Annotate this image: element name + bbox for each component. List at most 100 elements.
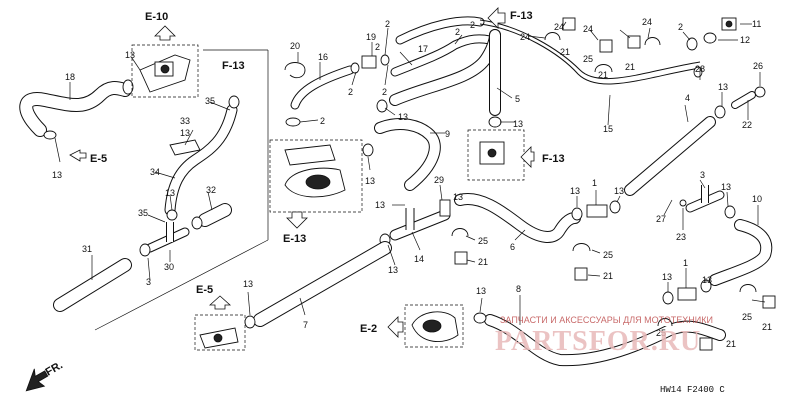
callout-24-d: 24: [642, 17, 652, 27]
callout-21-e: 21: [603, 271, 613, 281]
clamp-13-e: [362, 143, 374, 157]
clamp-13-c: [376, 99, 388, 113]
callout-7: 7: [303, 320, 308, 330]
fitting-12: [703, 32, 717, 44]
callout-13-n: 13: [388, 265, 398, 275]
ref-f13-left: F-13: [222, 60, 245, 72]
callout-20: 20: [290, 41, 300, 51]
callout-6: 6: [510, 242, 515, 252]
joint-19: [350, 54, 390, 74]
hose-6: [454, 193, 581, 243]
callout-13-r: 13: [702, 275, 712, 285]
direction-fr-label: FR.: [44, 359, 65, 378]
callout-3-a: 3: [146, 277, 151, 287]
clip-21-g: [699, 337, 713, 351]
arrow-e5-lower: [208, 295, 232, 310]
pipe-15: [479, 19, 701, 85]
clip-21-d: [454, 251, 468, 265]
callout-17: 17: [418, 44, 428, 54]
callout-2-e: 2: [320, 116, 325, 126]
hose-18: [19, 81, 132, 137]
callout-16: 16: [318, 52, 328, 62]
arrow-e5-left: [69, 149, 87, 162]
callout-1-a: 1: [592, 178, 597, 188]
component-f13-sensor: [479, 141, 505, 165]
callout-32: 32: [206, 185, 216, 195]
hose-10: [709, 219, 773, 286]
clip-24-a: [544, 32, 561, 41]
callout-24-b: 24: [554, 22, 564, 32]
hose-31: [53, 258, 132, 312]
ref-f13-mid: F-13: [542, 153, 565, 165]
frame-line-diagonal: [94, 239, 269, 331]
dashed-box-e5: [194, 314, 246, 351]
callout-9: 9: [445, 129, 450, 139]
oring-26: [754, 86, 766, 98]
hose-17: [390, 34, 495, 77]
callout-21-b: 21: [598, 70, 608, 80]
callout-5: 5: [515, 94, 520, 104]
callout-23: 23: [676, 232, 686, 242]
callout-13-f: 13: [365, 176, 375, 186]
ref-f13-top: F-13: [510, 10, 533, 22]
callout-19: 19: [366, 32, 376, 42]
callout-2-d: 2: [375, 42, 380, 52]
dashed-box-e10: [131, 44, 199, 98]
clamp-3-a: [139, 243, 151, 257]
clip-24-b: [644, 37, 661, 46]
callout-2-f: 2: [455, 27, 460, 37]
watermark-logo: PARTSFOR.RU: [495, 326, 701, 357]
callout-26: 26: [753, 61, 763, 71]
oring-23: [679, 199, 687, 207]
callout-2-g: 2: [470, 20, 475, 30]
callout-21-f: 21: [762, 322, 772, 332]
callout-21-g: 21: [726, 339, 736, 349]
callout-2-b: 2: [348, 87, 353, 97]
clamp-35-a: [228, 95, 240, 109]
fitting-22: [731, 91, 756, 109]
bracket-33: [169, 139, 201, 156]
arrow-fr: [25, 368, 49, 392]
ref-e13: E-13: [283, 233, 306, 245]
callout-4: 4: [685, 93, 690, 103]
clip-25-b: [451, 228, 469, 237]
clip-25-d: [739, 284, 757, 293]
callout-labels: 18 13 13 35 33 13 34 32 13 35 31 3 30 20…: [52, 17, 772, 349]
callout-13-e: 13: [398, 112, 408, 122]
ref-e2: E-2: [360, 323, 377, 335]
callout-13-a: 13: [125, 50, 135, 60]
callout-24-c: 24: [583, 24, 593, 34]
hose-8: [484, 314, 726, 367]
arrow-e13: [286, 211, 308, 229]
callout-35-a: 35: [205, 96, 215, 106]
clamp-13-i: [714, 105, 726, 119]
callout-33-a: 33: [180, 116, 190, 126]
callout-31: 31: [82, 244, 92, 254]
callout-25-c: 25: [603, 250, 613, 260]
callout-12: 12: [740, 35, 750, 45]
callout-13-m: 13: [375, 200, 385, 210]
fitting-11: [721, 17, 737, 31]
tjoint-30: [145, 222, 190, 253]
clamp-13-h: [473, 312, 487, 324]
component-e5-flange: [199, 327, 239, 349]
callout-24-a: 24: [520, 32, 530, 42]
watermark-text: ЗАПЧАСТИ И АКСЕССУАРЫ ДЛЯ МОТОТЕХНИКИ: [500, 315, 713, 325]
callout-21-a: 21: [560, 47, 570, 57]
callout-2-h: 2: [678, 22, 683, 32]
callout-2-a: 2: [385, 19, 390, 29]
callout-28: 28: [695, 64, 705, 74]
ref-e10: E-10: [145, 11, 168, 23]
clamp-13-b: [191, 216, 203, 230]
callout-21-d: 21: [478, 257, 488, 267]
clip-21-e: [574, 267, 588, 281]
callout-13-l: 13: [453, 192, 463, 202]
clamp-13-g: [244, 315, 256, 329]
drawing-code: HW14 F2400 C: [660, 385, 725, 395]
callout-13-q: 13: [662, 272, 672, 282]
clip-21-c: [627, 35, 641, 49]
component-e10-block: [139, 54, 191, 93]
callout-13-p: 13: [476, 286, 486, 296]
